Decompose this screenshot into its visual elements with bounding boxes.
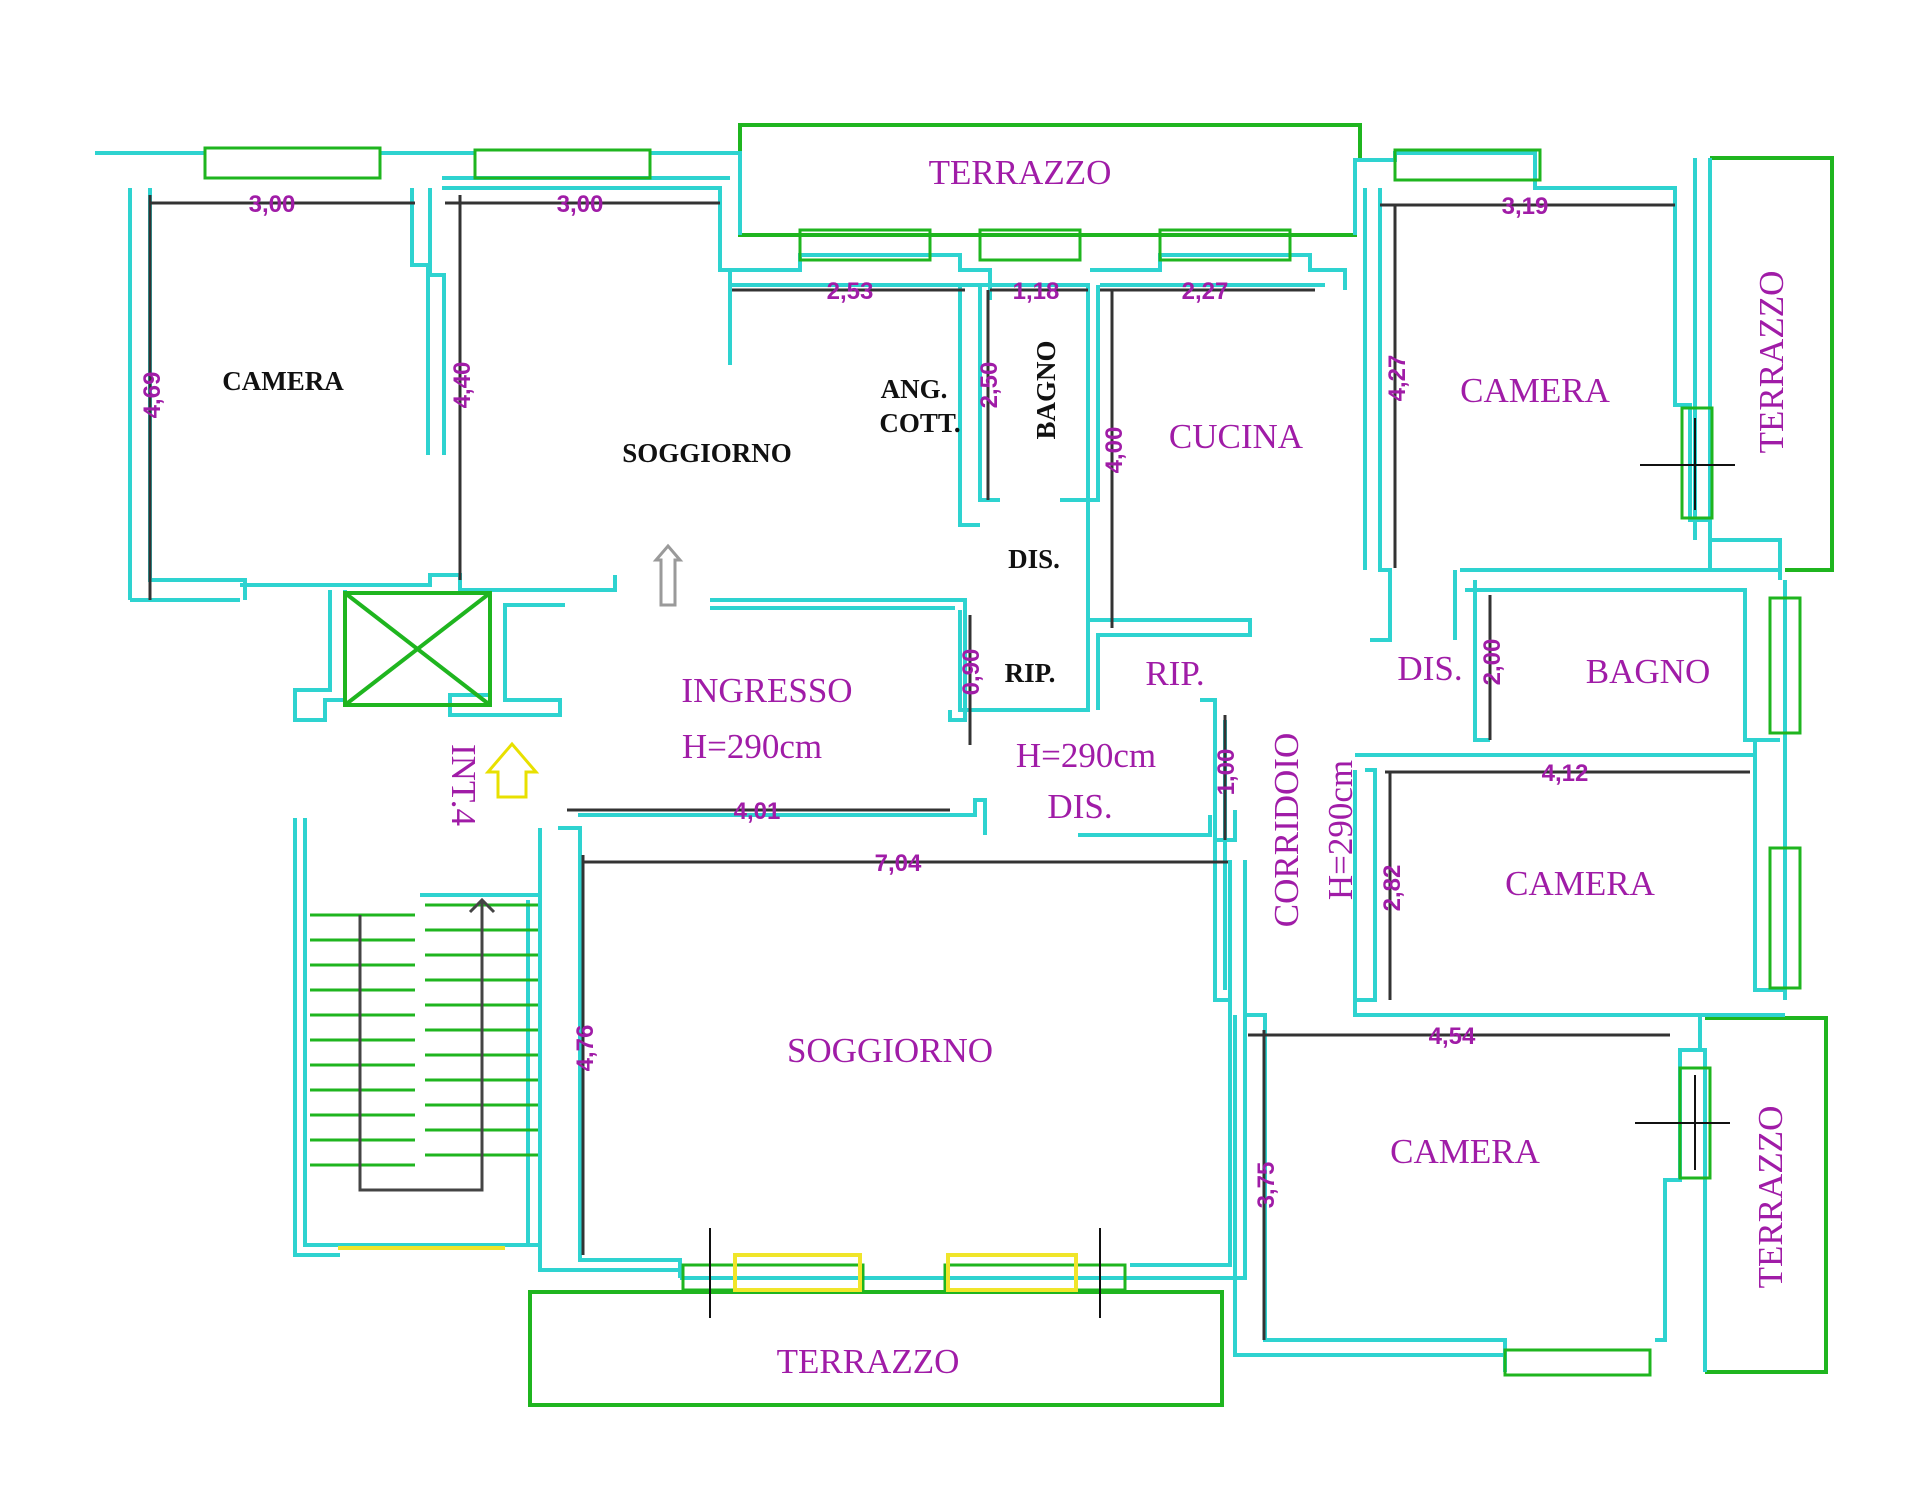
label-soggiorno-bottom: SOGGIORNO (787, 1031, 993, 1070)
elevator-x (343, 591, 492, 707)
wall-cucina-top (1090, 253, 1347, 290)
dimension-label: 4,01 (734, 798, 781, 825)
dimension-label: 4,00 (1101, 427, 1128, 474)
dimension-label: 2,82 (1379, 865, 1406, 912)
dimension-label: 7,04 (875, 850, 922, 877)
wall-camera-right (410, 188, 446, 455)
terrazzo-right-bottom-outline (1705, 1016, 1828, 1374)
dimension-label: 2,50 (976, 362, 1003, 409)
wall-stair-enclosure (293, 818, 540, 1257)
dimension-label: 3,00 (557, 191, 604, 218)
window (203, 146, 382, 180)
label-terrazzo-right-top: TERRAZZO (1752, 271, 1791, 454)
dimension-label: 4,40 (449, 362, 476, 409)
label-camera-top-left: CAMERA (222, 366, 344, 396)
label-dis-right: DIS. (1397, 649, 1462, 688)
dimension-label: 0,90 (958, 649, 985, 696)
label-corridoio: CORRIDOIO (1267, 733, 1306, 927)
label-bagno-right: BAGNO (1586, 652, 1710, 691)
wall-bagno-left (958, 285, 1000, 527)
dimension-label: 1,00 (1213, 749, 1240, 796)
entry-arrow-icon (484, 741, 540, 799)
terrazzo-right-top-outline (1710, 156, 1834, 572)
label-soggiorno-top: SOGGIORNO (622, 438, 792, 468)
label-rip-right: RIP. (1145, 654, 1204, 693)
dimension-label: 4,12 (1542, 760, 1589, 787)
elevator-box (343, 591, 492, 707)
stair-railing (358, 900, 484, 1192)
label-ingresso-height: H=290cm (682, 727, 822, 766)
window (1503, 1348, 1652, 1377)
window (1680, 406, 1714, 520)
window (1768, 596, 1802, 735)
dimension-label: 3,19 (1502, 193, 1549, 220)
room-labels: TERRAZZO CAMERA SOGGIORNO ANG. COTT. BAG… (222, 153, 1791, 1381)
dimension-labels: 3,00 3,00 4,69 4,40 2,53 1,18 2,27 2,50 … (139, 191, 1588, 1208)
walls (95, 151, 1787, 1372)
label-dis-height: H=290cm (1016, 736, 1156, 775)
label-int4: INT.4 (444, 744, 483, 826)
dimension-lines (148, 195, 1750, 1340)
dimension-label: 3,75 (1253, 1162, 1280, 1209)
label-ingresso: INGRESSO (681, 671, 852, 710)
window (1768, 846, 1802, 990)
up-arrow-icon (652, 543, 684, 607)
label-terrazzo-right-bottom: TERRAZZO (1751, 1106, 1790, 1289)
dimension-label: 3,00 (249, 191, 296, 218)
wall-cucina-bottom (958, 610, 1252, 712)
wall-ang-cott (730, 253, 1090, 300)
dimension-label: 2,53 (827, 278, 874, 305)
window-yellow (946, 1253, 1078, 1292)
windows (203, 146, 1802, 1377)
dimension-label: 4,69 (139, 372, 166, 419)
label-ang: ANG. (881, 374, 948, 404)
window-yellow (733, 1253, 862, 1292)
wall-elevator-box (293, 590, 565, 722)
label-camera-mid-right: CAMERA (1505, 864, 1655, 903)
dimension-label: 2,00 (1479, 639, 1506, 686)
label-camera-top-right: CAMERA (1460, 371, 1610, 410)
window (798, 228, 932, 262)
wall-right-camera-mid (1353, 740, 1787, 1017)
label-rip-left: RIP. (1005, 658, 1056, 688)
dimension-label: 4,54 (1429, 1023, 1476, 1050)
label-cott: COTT. (879, 408, 960, 438)
wall-top-left-outer (95, 151, 1395, 235)
label-dis-top: DIS. (1008, 544, 1060, 574)
dimension-label: 2,27 (1182, 278, 1229, 305)
dimension-label: 1,18 (1013, 278, 1060, 305)
dimension-label: 4,27 (1384, 355, 1411, 402)
window (978, 228, 1082, 262)
dimension-label: 4,76 (572, 1025, 599, 1072)
stair-arrow-icon (468, 897, 496, 914)
stairs (310, 897, 538, 1192)
label-terrazzo-top: TERRAZZO (929, 153, 1112, 192)
wall-right-terr-top (1693, 158, 1712, 570)
elevator (343, 591, 492, 707)
label-dis-mid: DIS. (1047, 787, 1112, 826)
window (473, 148, 652, 180)
window (1158, 228, 1292, 262)
label-terrazzo-bottom: TERRAZZO (777, 1342, 960, 1381)
wall-right-camera-bottom (1233, 1013, 1707, 1372)
wall-soggiorno-bottom (538, 798, 1247, 1280)
label-bagno-top: BAGNO (1031, 340, 1061, 439)
wall-right-mid (1453, 568, 1780, 742)
window (1393, 148, 1542, 182)
label-camera-bottom-right: CAMERA (1390, 1132, 1540, 1171)
label-corridoio-height: H=290cm (1321, 760, 1360, 900)
label-cucina: CUCINA (1169, 417, 1304, 456)
wall-bagno-right (1060, 285, 1100, 620)
